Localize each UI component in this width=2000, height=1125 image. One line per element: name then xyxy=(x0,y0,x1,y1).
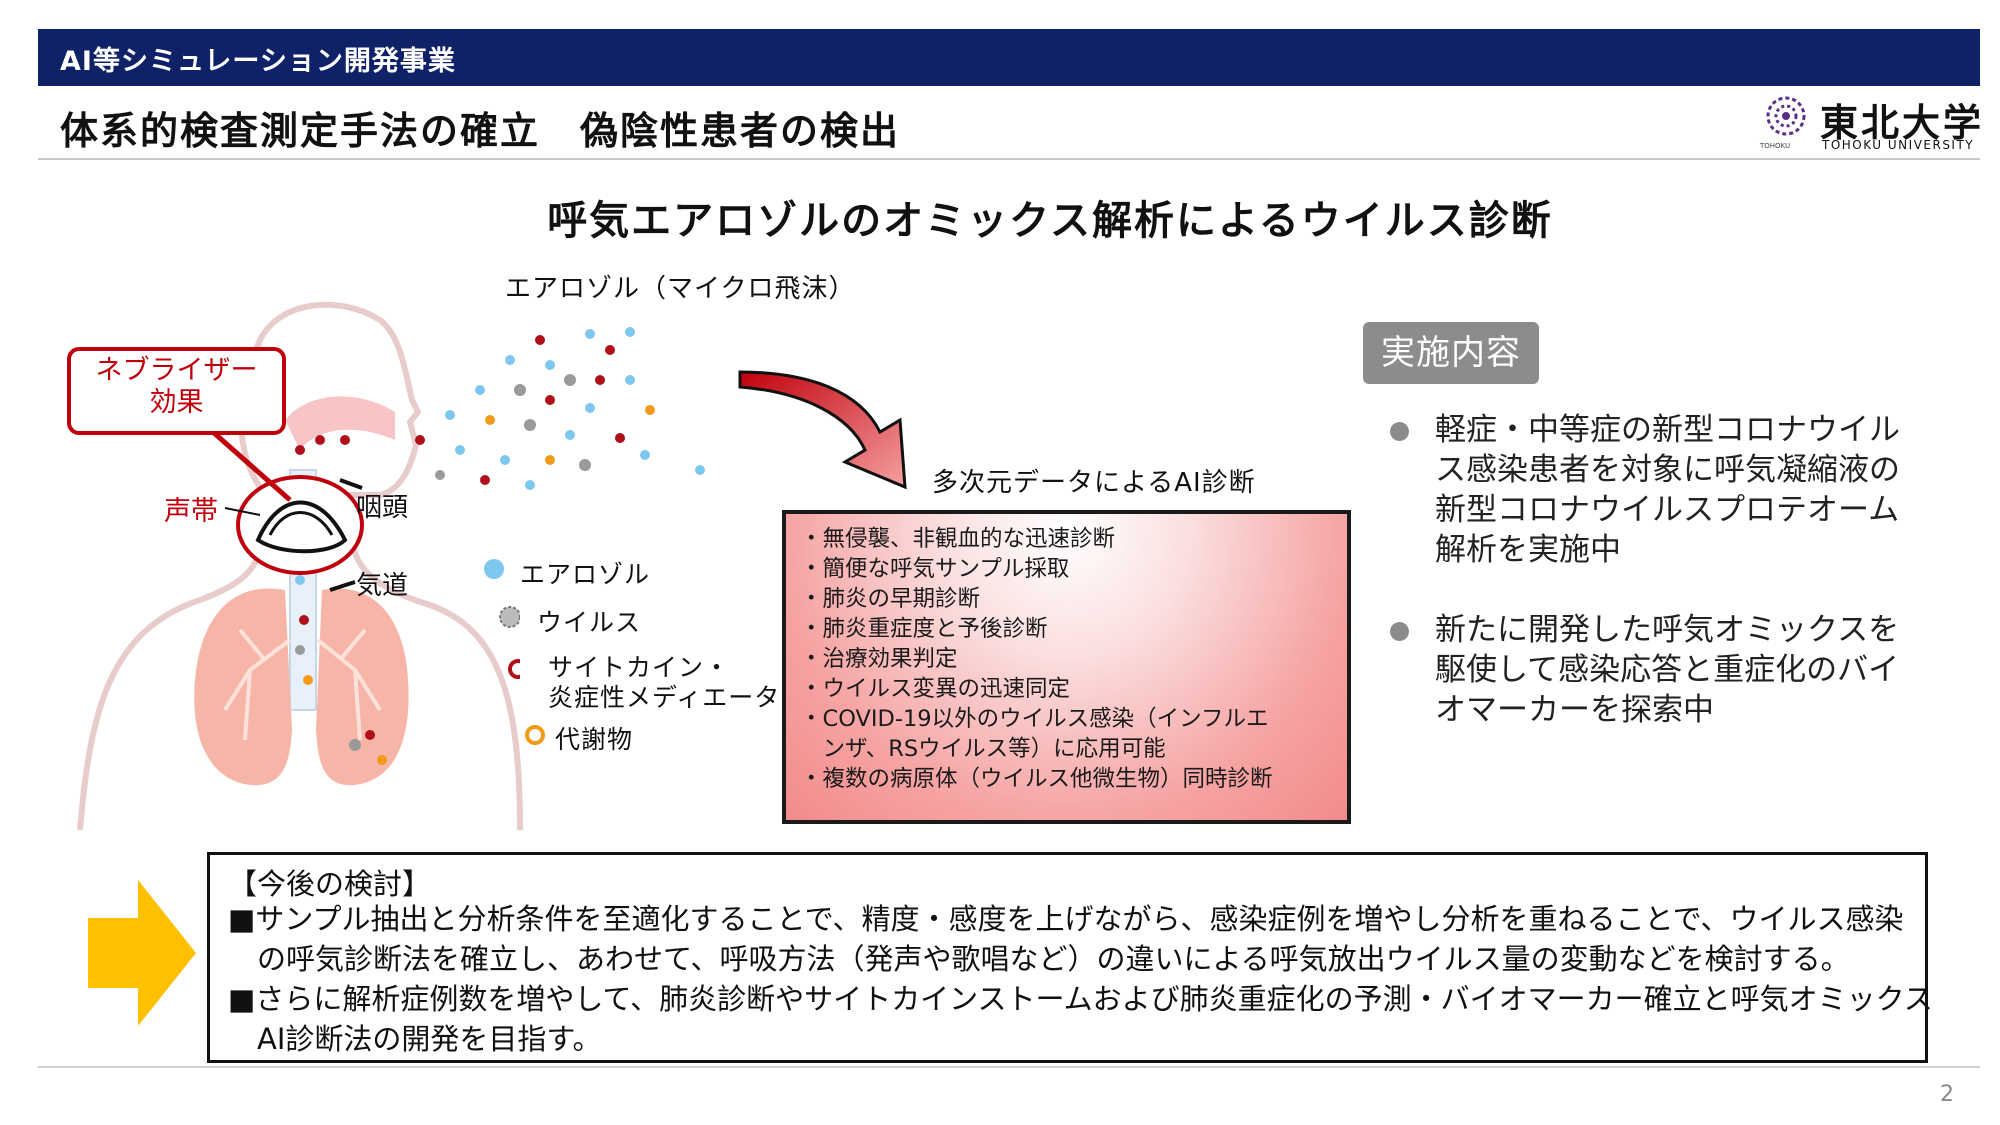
program-name: AI等シミュレーション開発事業 xyxy=(60,46,456,77)
benefit-item: ・無侵襲、非観血的な迅速診断 xyxy=(800,526,1116,552)
aerosol-label: エアロゾル（マイクロ飛沫） xyxy=(505,274,856,304)
slide-subtitle: 呼気エアロゾルのオミックス解析によるウイルス診断 xyxy=(547,198,1553,244)
benefit-item: ・肺炎重症度と予後診断 xyxy=(800,616,1048,642)
benefit-item: ・ウイルス変異の迅速同定 xyxy=(800,676,1071,702)
implementation-line: 駆使して感染応答と重症化のバイ xyxy=(1435,652,1900,688)
left-lung xyxy=(194,588,292,786)
emblem-caption: TOHOKU xyxy=(1760,142,1791,150)
university-emblem-icon xyxy=(1766,96,1806,136)
future-line-2: の呼気診断法を確立し、あわせて、呼吸方法（発声や歌唱など）の違いによる呼気放出ウ… xyxy=(228,942,1850,976)
benefit-item: ・複数の病原体（ウイルス他微生物）同時診断 xyxy=(800,766,1273,792)
legend-cytokine-1: サイトカイン・ xyxy=(548,653,731,682)
implementation-line: 軽症・中等症の新型コロナウイル xyxy=(1435,412,1900,448)
metabolite-legend-icon xyxy=(525,725,545,745)
footer-divider xyxy=(38,1066,1980,1068)
future-line-4: AI診断法の開発を目指す。 xyxy=(228,1022,602,1056)
page-number: 2 xyxy=(1940,1082,1954,1107)
legend-markers xyxy=(484,559,520,679)
aerosol-cloud xyxy=(415,327,705,490)
implementation-line: 新型コロナウイルスプロテオーム xyxy=(1435,492,1900,528)
callout-line-1: ネブライザー xyxy=(95,355,258,386)
implementation-line: ス感染患者を対象に呼気凝縮液の xyxy=(1435,452,1900,488)
oral-cavity xyxy=(285,396,395,450)
legend-aerosol: エアロゾル xyxy=(520,560,651,589)
university-logo: TOHOKU 東北大学 TOHOKU UNIVERSITY xyxy=(1756,90,1982,156)
page-title: 体系的検査測定手法の確立 偽陰性患者の検出 xyxy=(60,109,901,153)
implementation-line: 新たに開発した呼気オミックスを xyxy=(1435,612,1900,648)
legend-metabolite: 代謝物 xyxy=(555,725,634,754)
header-bar: AI等シミュレーション開発事業 xyxy=(38,29,1980,86)
implementation-badge-label: 実施内容 xyxy=(1381,333,1521,373)
implementation-line: 解析を実施中 xyxy=(1435,532,1621,568)
ai-diagnosis-label: 多次元データによるAI診断 xyxy=(932,468,1256,498)
benefits-box: ・無侵襲、非観血的な迅速診断 ・簡便な呼気サンプル採取 ・肺炎の早期診断 ・肺炎… xyxy=(782,510,1351,824)
benefit-item: ・簡便な呼気サンプル採取 xyxy=(800,556,1070,582)
future-line-3: ■さらに解析症例数を増やして、肺炎診断やサイトカインストームおよび肺炎重症化の予… xyxy=(228,982,1933,1016)
benefit-item: ンザ、RSウイルス等）に応用可能 xyxy=(800,736,1166,762)
benefit-item: ・肺炎の早期診断 xyxy=(800,586,981,612)
implementation-item-1: 軽症・中等症の新型コロナウイル ス感染患者を対象に呼気凝縮液の 新型コロナウイル… xyxy=(1390,410,1950,580)
yellow-arrow-icon xyxy=(88,880,196,1026)
future-plans-box: 【今後の検討】 ■サンプル抽出と分析条件を至適化することで、精度・感度を上げなが… xyxy=(207,852,1933,1063)
university-name-en: TOHOKU UNIVERSITY xyxy=(1822,138,1975,152)
virus-legend-icon xyxy=(499,606,520,628)
vocal-cord-label: 声帯 xyxy=(164,496,218,527)
aerosol-legend-icon xyxy=(484,559,504,579)
future-heading: 【今後の検討】 xyxy=(228,867,432,901)
benefit-item: ・COVID-19以外のウイルス感染（インフルエ xyxy=(800,706,1269,732)
legend-virus: ウイルス xyxy=(537,608,642,637)
cytokine-legend-icon xyxy=(508,659,520,679)
implementation-badge: 実施内容 xyxy=(1363,322,1539,384)
nebulizer-callout: ネブライザー 効果 xyxy=(67,347,286,435)
benefits-list: ・無侵襲、非観血的な迅速診断 ・簡便な呼気サンプル採取 ・肺炎の早期診断 ・肺炎… xyxy=(800,524,1273,794)
university-name: 東北大学 xyxy=(1820,101,1985,145)
header-divider xyxy=(38,158,1980,160)
airway-label: 気道 xyxy=(356,571,409,601)
right-lung xyxy=(316,588,409,786)
callout-line-2: 効果 xyxy=(149,387,204,418)
future-line-1: ■サンプル抽出と分析条件を至適化することで、精度・感度を上げながら、感染症例を増… xyxy=(228,902,1904,936)
legend-cytokine-2: 炎症性メディエータ xyxy=(548,683,781,712)
implementation-item-2: 新たに開発した呼気オミックスを 駆使して感染応答と重症化のバイ オマーカーを探索… xyxy=(1390,610,1950,740)
respiratory-illustration xyxy=(77,301,523,831)
bullet-icon xyxy=(1390,622,1409,641)
pharynx-label: 咽頭 xyxy=(356,493,409,523)
implementation-line: オマーカーを探索中 xyxy=(1435,692,1714,728)
curved-arrow-icon xyxy=(738,370,907,490)
bullet-icon xyxy=(1390,422,1409,441)
benefit-item: ・治療効果判定 xyxy=(800,646,958,672)
body-outline xyxy=(77,301,523,831)
